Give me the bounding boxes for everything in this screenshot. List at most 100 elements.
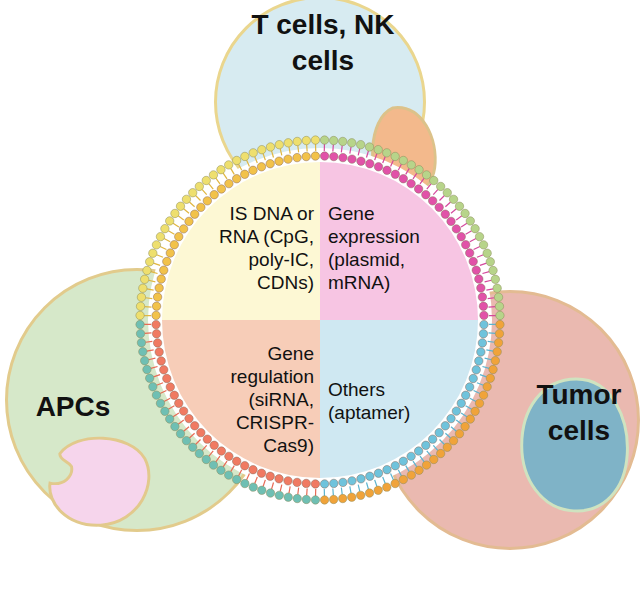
lipid-head bbox=[152, 320, 160, 328]
lipid-head bbox=[491, 356, 499, 364]
lipid-head bbox=[320, 480, 328, 488]
lipid-head bbox=[293, 137, 301, 145]
lipid-head bbox=[166, 415, 174, 423]
lipid-tail bbox=[486, 289, 493, 290]
lipid-tail bbox=[263, 480, 265, 487]
lipid-head bbox=[493, 348, 501, 356]
lipid-head bbox=[152, 302, 160, 310]
lipid-head bbox=[149, 249, 157, 257]
lipid-head bbox=[137, 293, 145, 301]
lipid-tail bbox=[489, 315, 496, 316]
lipid-head bbox=[179, 225, 187, 233]
lipid-head bbox=[175, 232, 183, 240]
lipid-head bbox=[149, 383, 157, 391]
lipid-head bbox=[160, 366, 168, 374]
lipid-head bbox=[152, 391, 160, 399]
lipid-head bbox=[383, 149, 391, 157]
lipid-head bbox=[275, 491, 283, 499]
lipid-tail bbox=[173, 223, 179, 227]
lipid-head bbox=[139, 284, 147, 292]
lipid-head bbox=[170, 241, 178, 249]
lipid-head bbox=[447, 217, 455, 225]
lipid-head bbox=[383, 483, 391, 491]
lipid-head bbox=[478, 339, 486, 347]
lipid-head bbox=[163, 257, 171, 265]
lipid-head bbox=[461, 209, 469, 217]
cargo-label: Gene expression (plasmid, mRNA) bbox=[328, 202, 456, 294]
lipid-head bbox=[455, 202, 463, 210]
lipid-head bbox=[449, 436, 457, 444]
lipid-head bbox=[153, 339, 161, 347]
lipid-head bbox=[266, 143, 274, 151]
lipid-head bbox=[258, 486, 266, 494]
lipid-head bbox=[258, 145, 266, 153]
lipid-head bbox=[374, 486, 382, 494]
lipid-head bbox=[197, 428, 205, 436]
lipid-head bbox=[462, 391, 470, 399]
lipid-head bbox=[472, 366, 480, 374]
lipid-head bbox=[143, 266, 151, 274]
lipid-head bbox=[171, 209, 179, 217]
lipid-head bbox=[466, 217, 474, 225]
lipid-tail bbox=[255, 477, 258, 484]
lipid-head bbox=[232, 175, 240, 183]
lipid-head bbox=[155, 348, 163, 356]
lipid-head bbox=[266, 472, 274, 480]
lipid-head bbox=[407, 179, 415, 187]
lipid-head bbox=[374, 163, 382, 171]
lipid-head bbox=[449, 195, 457, 203]
lipid-head bbox=[383, 166, 391, 174]
lipid-head bbox=[357, 475, 365, 483]
lipid-head bbox=[137, 339, 145, 347]
lipid-head bbox=[329, 495, 337, 503]
lipid-head bbox=[311, 136, 319, 144]
lipid-head bbox=[139, 348, 147, 356]
lipid-head bbox=[356, 491, 364, 499]
lipid-head bbox=[320, 136, 328, 144]
lipid-head bbox=[461, 422, 469, 430]
lipid-tail bbox=[202, 189, 207, 194]
lipid-head bbox=[275, 475, 283, 483]
lipid-head bbox=[320, 496, 328, 504]
lipid-head bbox=[399, 156, 407, 164]
lipid-tail bbox=[168, 231, 174, 235]
lipid-head bbox=[414, 447, 422, 455]
lipid-head bbox=[202, 455, 210, 463]
lipid-head bbox=[320, 152, 328, 160]
lipid-head bbox=[465, 383, 473, 391]
lipid-tail bbox=[144, 315, 151, 316]
lipid-tail bbox=[178, 216, 184, 220]
lipid-head bbox=[428, 435, 436, 443]
cell-label: T cells, NK cells bbox=[237, 7, 409, 79]
lipid-head bbox=[383, 465, 391, 473]
lipid-head bbox=[391, 462, 399, 470]
lipid-head bbox=[163, 374, 171, 382]
lipid-tail bbox=[480, 263, 487, 265]
lipid-head bbox=[356, 140, 364, 148]
lipid-head bbox=[428, 197, 436, 205]
lipid-head bbox=[166, 383, 174, 391]
lipid-head bbox=[156, 232, 164, 240]
lipid-head bbox=[217, 185, 225, 193]
lipid-head bbox=[479, 330, 487, 338]
lipid-head bbox=[452, 407, 460, 415]
lipid-head bbox=[357, 157, 365, 165]
lipid-head bbox=[483, 249, 491, 257]
lipid-tail bbox=[153, 263, 160, 265]
lipid-head bbox=[203, 435, 211, 443]
lipid-head bbox=[232, 475, 240, 483]
lipid-head bbox=[477, 284, 485, 292]
lipid-head bbox=[284, 477, 292, 485]
lipid-head bbox=[145, 258, 153, 266]
lipid-tail bbox=[451, 209, 456, 213]
lipid-head bbox=[170, 391, 178, 399]
lipid-head bbox=[249, 166, 257, 174]
lipid-tail bbox=[324, 489, 325, 496]
lipid-head bbox=[407, 161, 415, 169]
lipid-head bbox=[176, 430, 184, 438]
cargo-quadrant: Gene expression (plasmid, mRNA) bbox=[320, 162, 478, 320]
lipid-head bbox=[302, 152, 310, 160]
lipid-head bbox=[365, 489, 373, 497]
lipid-head bbox=[152, 311, 160, 319]
lipid-head bbox=[140, 356, 148, 364]
